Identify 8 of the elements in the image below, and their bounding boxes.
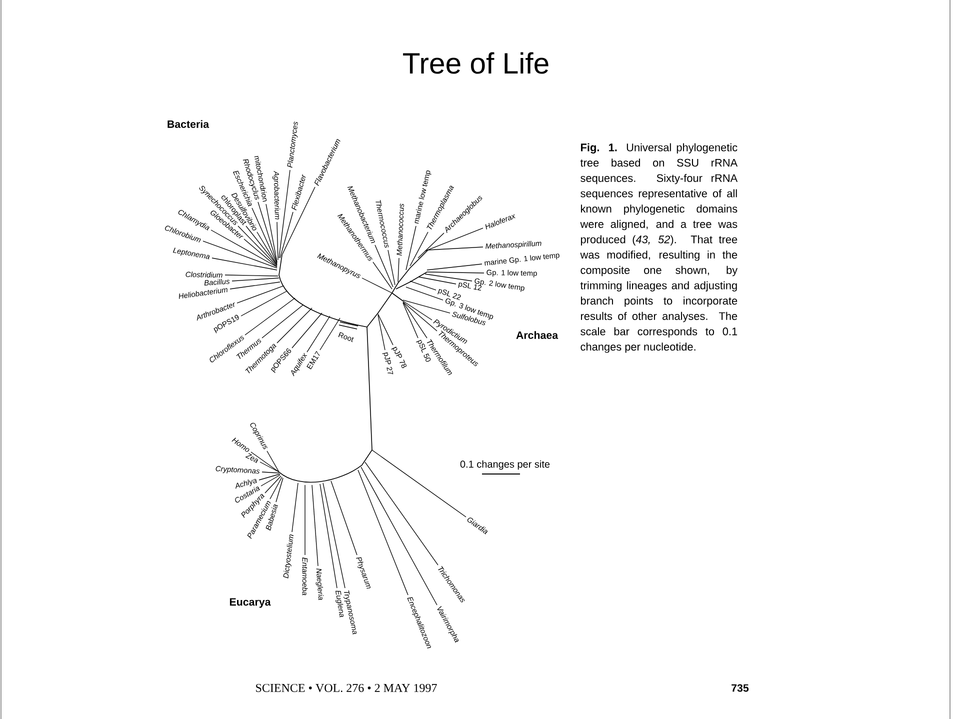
title: Tree of Life bbox=[403, 52, 548, 74]
caption: Fig. 1. Universal phylogenetic tree based on SSU rRNA sequences. Sixty-four rRNA sequences representative of all known phylogenetic domains were aligned, and a tree was produced (43, 52). That tree was modified, resulting in the composite one shown, by trimming lineages and adjusting branch points to incorporate results of other analyses. The scale bar corresponds to 0.1 changes per nucleotide. bbox=[580, 143, 738, 353]
scale-label: 0.1 changes per site bbox=[460, 460, 550, 470]
page-number: 735 bbox=[732, 684, 749, 692]
domain-label: Eucarya bbox=[230, 598, 271, 608]
domain-label: Bacteria bbox=[168, 120, 210, 128]
domain-label: Archaea bbox=[516, 331, 558, 339]
footer-text: SCIENCE • VOL. 276 • 2 MAY 1997 bbox=[256, 684, 437, 692]
